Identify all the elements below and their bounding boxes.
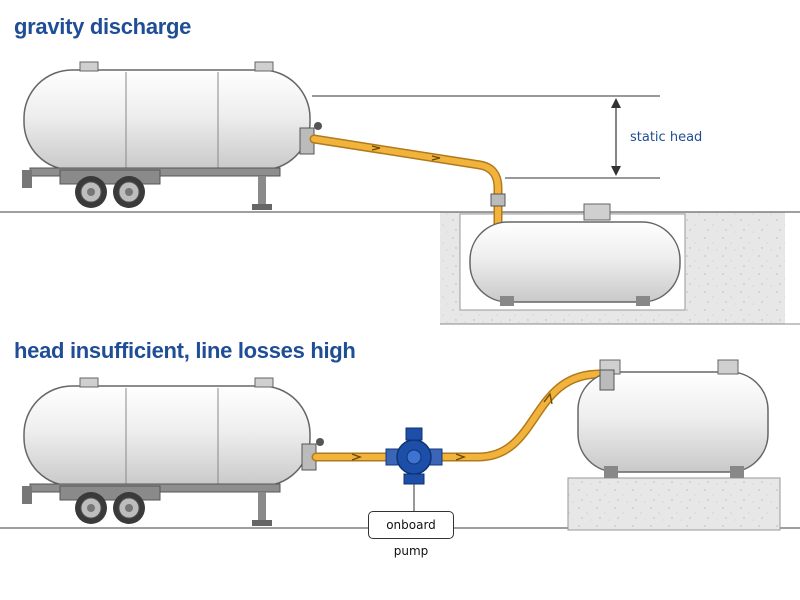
- discharge-hose-top: [309, 134, 506, 261]
- elevated-storage-tank: [567, 359, 781, 531]
- static-head-label: static head: [630, 130, 703, 145]
- section-title-pumped: head insufficient, line losses high: [14, 338, 356, 363]
- fill-connection-icon: [490, 193, 506, 207]
- static-head-dimension: [312, 95, 660, 179]
- pump-icon: [385, 427, 443, 511]
- flow-arrow-icon: [543, 392, 553, 405]
- flow-arrow-icon: [455, 453, 466, 461]
- gravity-discharge-scene: [0, 61, 800, 325]
- flow-arrow-icon: [371, 145, 381, 151]
- flow-arrow-icon: [431, 155, 441, 161]
- trailer-tank-bottom: [22, 377, 324, 526]
- discharge-hose-bottom: [311, 369, 605, 462]
- fill-connection-icon: [599, 369, 615, 391]
- underground-tank: [469, 203, 681, 306]
- section-title-gravity: gravity discharge: [14, 14, 192, 39]
- pumped-discharge-scene: [0, 359, 800, 531]
- trailer-tank-top: [22, 61, 322, 210]
- pump-label: onboard pump: [368, 511, 454, 558]
- flow-arrow-icon: [351, 453, 362, 461]
